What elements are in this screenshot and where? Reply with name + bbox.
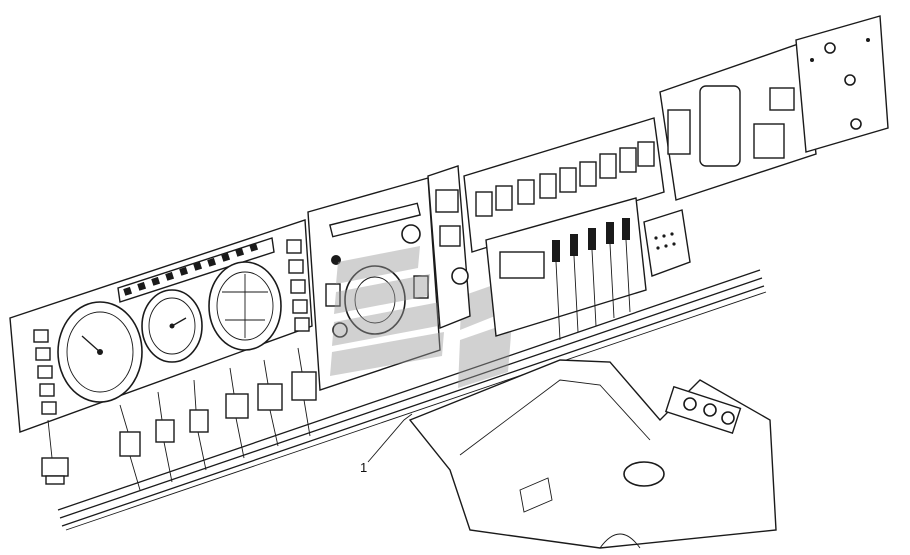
multi-gauge: [208, 261, 282, 351]
fuse-block: [485, 197, 647, 341]
instrument-cluster-panel: [9, 219, 313, 433]
left-switch-column: [33, 329, 57, 415]
mounting-plate: [795, 15, 889, 153]
callout-1-label: 1: [360, 460, 367, 475]
relay-board: [463, 117, 665, 253]
relay-row: [475, 141, 655, 217]
warning-lamp-row: [123, 242, 259, 296]
centre-switch-panel: [307, 177, 441, 391]
vertical-column-panel: [427, 165, 471, 330]
callout-1: 1: [360, 413, 413, 475]
watermark-logo: [330, 246, 512, 388]
right-switch-column: [286, 239, 310, 332]
cluster-connectors: [41, 347, 317, 491]
speedometer-gauge: [57, 301, 143, 403]
wiring-harness-rails: [57, 269, 767, 531]
electronic-module: [659, 41, 817, 201]
lower-console-housing: [408, 359, 777, 549]
tachometer-gauge: [141, 289, 203, 363]
perforated-plate: [643, 209, 691, 277]
